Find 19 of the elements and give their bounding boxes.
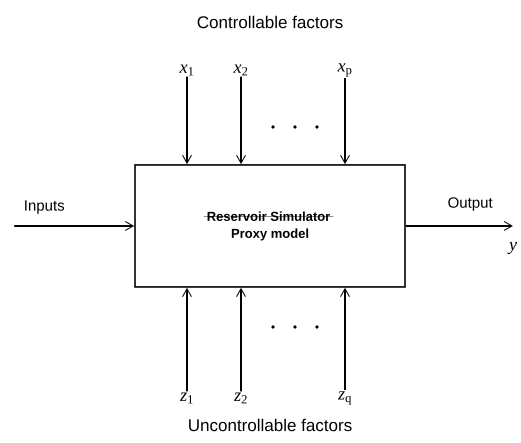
arrow [340,288,350,390]
variable-label: x$_{2}$ [233,64,248,76]
arrow [340,78,350,164]
arrow [182,76,192,164]
arrow [406,220,513,231]
factor-label: Uncontrollable factors [189,418,352,432]
variable-label: z$_{q}$ [338,391,352,405]
variable-label: x$_{p}$ [337,63,352,77]
factor-label: Controllable factors [198,16,343,28]
edge-label: Inputs [25,200,64,214]
variable-label: x$_{1}$ [179,64,194,76]
arrow [236,288,246,392]
variable-label: z$_{2}$ [234,392,247,404]
arrow [182,288,192,392]
variable-label: y [508,242,517,254]
variable-label: z$_{1}$ [180,392,193,404]
arrow [14,220,134,231]
edge-label: Output [448,197,493,211]
arrow [236,76,246,164]
